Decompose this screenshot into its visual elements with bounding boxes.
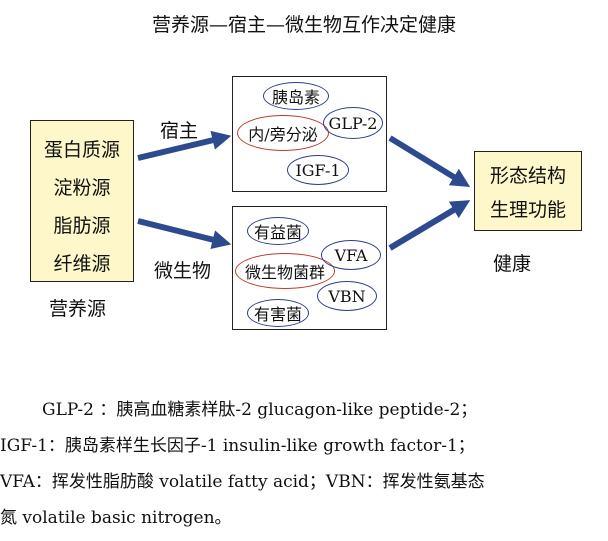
arrow-microbe-to-outcome [388,200,471,251]
caption-line: 氮 volatile basic nitrogen。 [0,508,232,528]
caption-line: GLP-2 ：胰高血糖素样肽-2 glucagon-like peptide-2… [42,400,478,420]
vfa-ellipse: VFA [321,240,381,270]
glp2-ellipse: GLP-2 [323,107,383,139]
microbe-label: 微生物 [154,260,212,282]
outcome-item: 形态结构 [489,165,566,187]
source-item: 脂肪源 [53,215,111,237]
abbreviation-caption: GLP-2 ：胰高血糖素样肽-2 glucagon-like peptide-2… [0,392,600,536]
arrow-source-to-microbe [137,218,232,249]
microbe-panel: 有益菌 微生物菌群 VFA VBN 有害菌 [232,206,387,330]
source-item: 纤维源 [53,253,111,275]
nutrient-sources-box: 蛋白质源 淀粉源 脂肪源 纤维源 [30,120,134,282]
microbiota-ellipse: 微生物菌群 [235,253,335,289]
beneficial-bacteria-ellipse: 有益菌 [247,217,309,245]
caption-line: IGF-1：胰岛素样生长因子-1 insulin-like growth fac… [0,436,475,456]
outcome-item: 生理功能 [489,199,566,221]
arrow-source-to-host [137,130,232,161]
host-panel: 胰岛素 内/旁分泌 GLP-2 IGF-1 [232,76,387,192]
host-label: 宿主 [160,120,199,142]
outcome-box: 形态结构 生理功能 [474,151,582,231]
health-label: 健康 [493,253,532,275]
vbn-ellipse: VBN [317,281,377,311]
source-item: 淀粉源 [53,177,111,199]
insulin-ellipse: 胰岛素 [263,82,329,110]
arrow-host-to-outcome [388,135,471,188]
sources-label: 营养源 [49,298,107,320]
diagram-title: 营养源—宿主—微生物互作决定健康 [151,14,456,36]
endocrine-ellipse: 内/旁分泌 [237,115,329,151]
caption-line: VFA：挥发性脂肪酸 volatile fatty acid；VBN：挥发性氨基… [0,472,485,492]
igf1-ellipse: IGF-1 [287,155,349,185]
harmful-bacteria-ellipse: 有害菌 [247,299,309,327]
source-item: 蛋白质源 [43,139,120,161]
